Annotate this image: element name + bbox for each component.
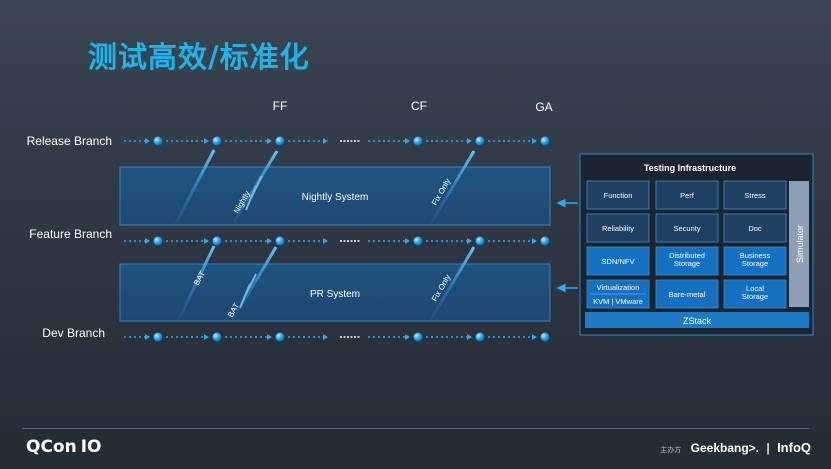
flow-arrow — [176, 245, 216, 322]
timeline-arrowhead — [467, 138, 472, 144]
timeline-arrowhead — [145, 138, 150, 144]
infra-title: Testing Infrastructure — [644, 163, 736, 173]
dev-branch-timeline — [124, 332, 550, 342]
commit-dot — [212, 136, 222, 146]
timeline-arrowhead — [467, 334, 472, 340]
timeline-arrowhead — [204, 238, 209, 244]
infra-cell-label: Bare-metal — [669, 290, 706, 299]
commit-dot — [540, 236, 550, 246]
flow-arrow — [230, 246, 278, 322]
commit-dot — [413, 236, 423, 246]
nightly-system-label: Nightly System — [302, 192, 369, 203]
infra-cell — [586, 213, 650, 243]
infra-cell — [655, 246, 719, 276]
commit-dot — [540, 136, 550, 146]
zstack-label: ZStack — [683, 316, 712, 326]
commit-dot — [413, 136, 423, 146]
infra-cell — [655, 180, 719, 210]
infra-cell-label: Perf — [680, 191, 695, 200]
infra-cell-label: Stress — [744, 191, 766, 200]
organizer-label: 主办方 — [660, 447, 682, 454]
testing-infrastructure-panel: Testing Infrastructure Function Perf Stres… — [579, 153, 814, 336]
infra-cell-label: Function — [604, 191, 633, 200]
commit-dot — [540, 332, 550, 342]
timeline-arrowhead — [532, 138, 537, 144]
timeline-arrowhead — [267, 334, 272, 340]
flow-arrow — [428, 150, 476, 226]
flow-arrow — [173, 149, 216, 226]
timeline-arrowhead — [405, 138, 410, 144]
io-logo-text: IO — [80, 437, 102, 457]
feature-branch-label: Feature Branch — [29, 227, 112, 241]
timeline-arrowhead — [323, 334, 328, 340]
timeline-arrowhead — [145, 334, 150, 340]
infra-cell-label: Reliability — [602, 224, 634, 233]
qcon-logo-text: QCon — [26, 437, 77, 457]
infra-cell — [723, 180, 787, 210]
flow-arrow — [428, 246, 476, 322]
milestone-cf-label: CF — [411, 99, 427, 113]
release-branch-label: Release Branch — [27, 134, 112, 148]
simulator-bar — [789, 181, 809, 307]
timeline-arrowhead — [405, 238, 410, 244]
commit-dot — [212, 332, 222, 342]
infra-cell-label: Doc — [748, 224, 762, 233]
milestone-ff-label: FF — [273, 99, 288, 113]
infra-cell — [655, 213, 719, 243]
page-title: 测试高效/标准化 — [88, 40, 310, 74]
zigzag-mark — [245, 175, 263, 211]
commit-dot — [475, 236, 485, 246]
simulator-label: Simulator — [795, 225, 805, 263]
commit-dot — [275, 136, 285, 146]
flow-arrows — [173, 149, 476, 322]
release-branch-timeline — [124, 136, 550, 146]
timeline-arrowhead — [267, 238, 272, 244]
timeline-arrowhead — [323, 238, 328, 244]
infra-cell-label: Virtualization — [597, 283, 640, 292]
infra-cell — [723, 279, 787, 309]
infra-cell — [723, 246, 787, 276]
dev-branch-label: Dev Branch — [42, 326, 105, 340]
commit-dot — [153, 236, 163, 246]
timeline-arrowhead — [532, 238, 537, 244]
commit-dot — [275, 236, 285, 246]
commit-dot — [153, 136, 163, 146]
infoq-logo: InfoQ — [777, 440, 811, 455]
commit-dot — [475, 332, 485, 342]
timeline-arrowhead — [405, 334, 410, 340]
infra-cell — [586, 180, 650, 210]
footer-divider — [22, 428, 809, 429]
timeline-arrowhead — [145, 238, 150, 244]
feature-branch-timeline — [124, 236, 550, 246]
infra-cell — [655, 279, 719, 309]
infra-cell-label: Security — [673, 224, 700, 233]
timeline-arrowhead — [467, 238, 472, 244]
commit-dot — [212, 236, 222, 246]
sponsor-logos: 主办方 Geekbang>. | InfoQ — [660, 440, 811, 455]
commit-dot — [413, 332, 423, 342]
timeline-arrowhead — [204, 138, 209, 144]
infra-cell-label: SDN/NFV — [602, 257, 635, 266]
timeline-arrowhead — [204, 334, 209, 340]
kvm-vmware-label: KVM | VMware — [593, 297, 643, 306]
pr-system-label: PR System — [310, 289, 360, 300]
geekbang-logo: Geekbang>. — [690, 441, 760, 455]
milestone-ga-label: GA — [535, 100, 552, 114]
commit-dot — [475, 136, 485, 146]
zstack-bar — [585, 312, 809, 328]
zigzag-mark — [239, 273, 257, 309]
infra-cell — [586, 246, 650, 276]
timeline-arrowhead — [323, 138, 328, 144]
timeline-arrowhead — [267, 138, 272, 144]
commit-dot — [153, 332, 163, 342]
commit-dot — [275, 332, 285, 342]
infra-cell — [723, 213, 787, 243]
timeline-arrowhead — [532, 334, 537, 340]
